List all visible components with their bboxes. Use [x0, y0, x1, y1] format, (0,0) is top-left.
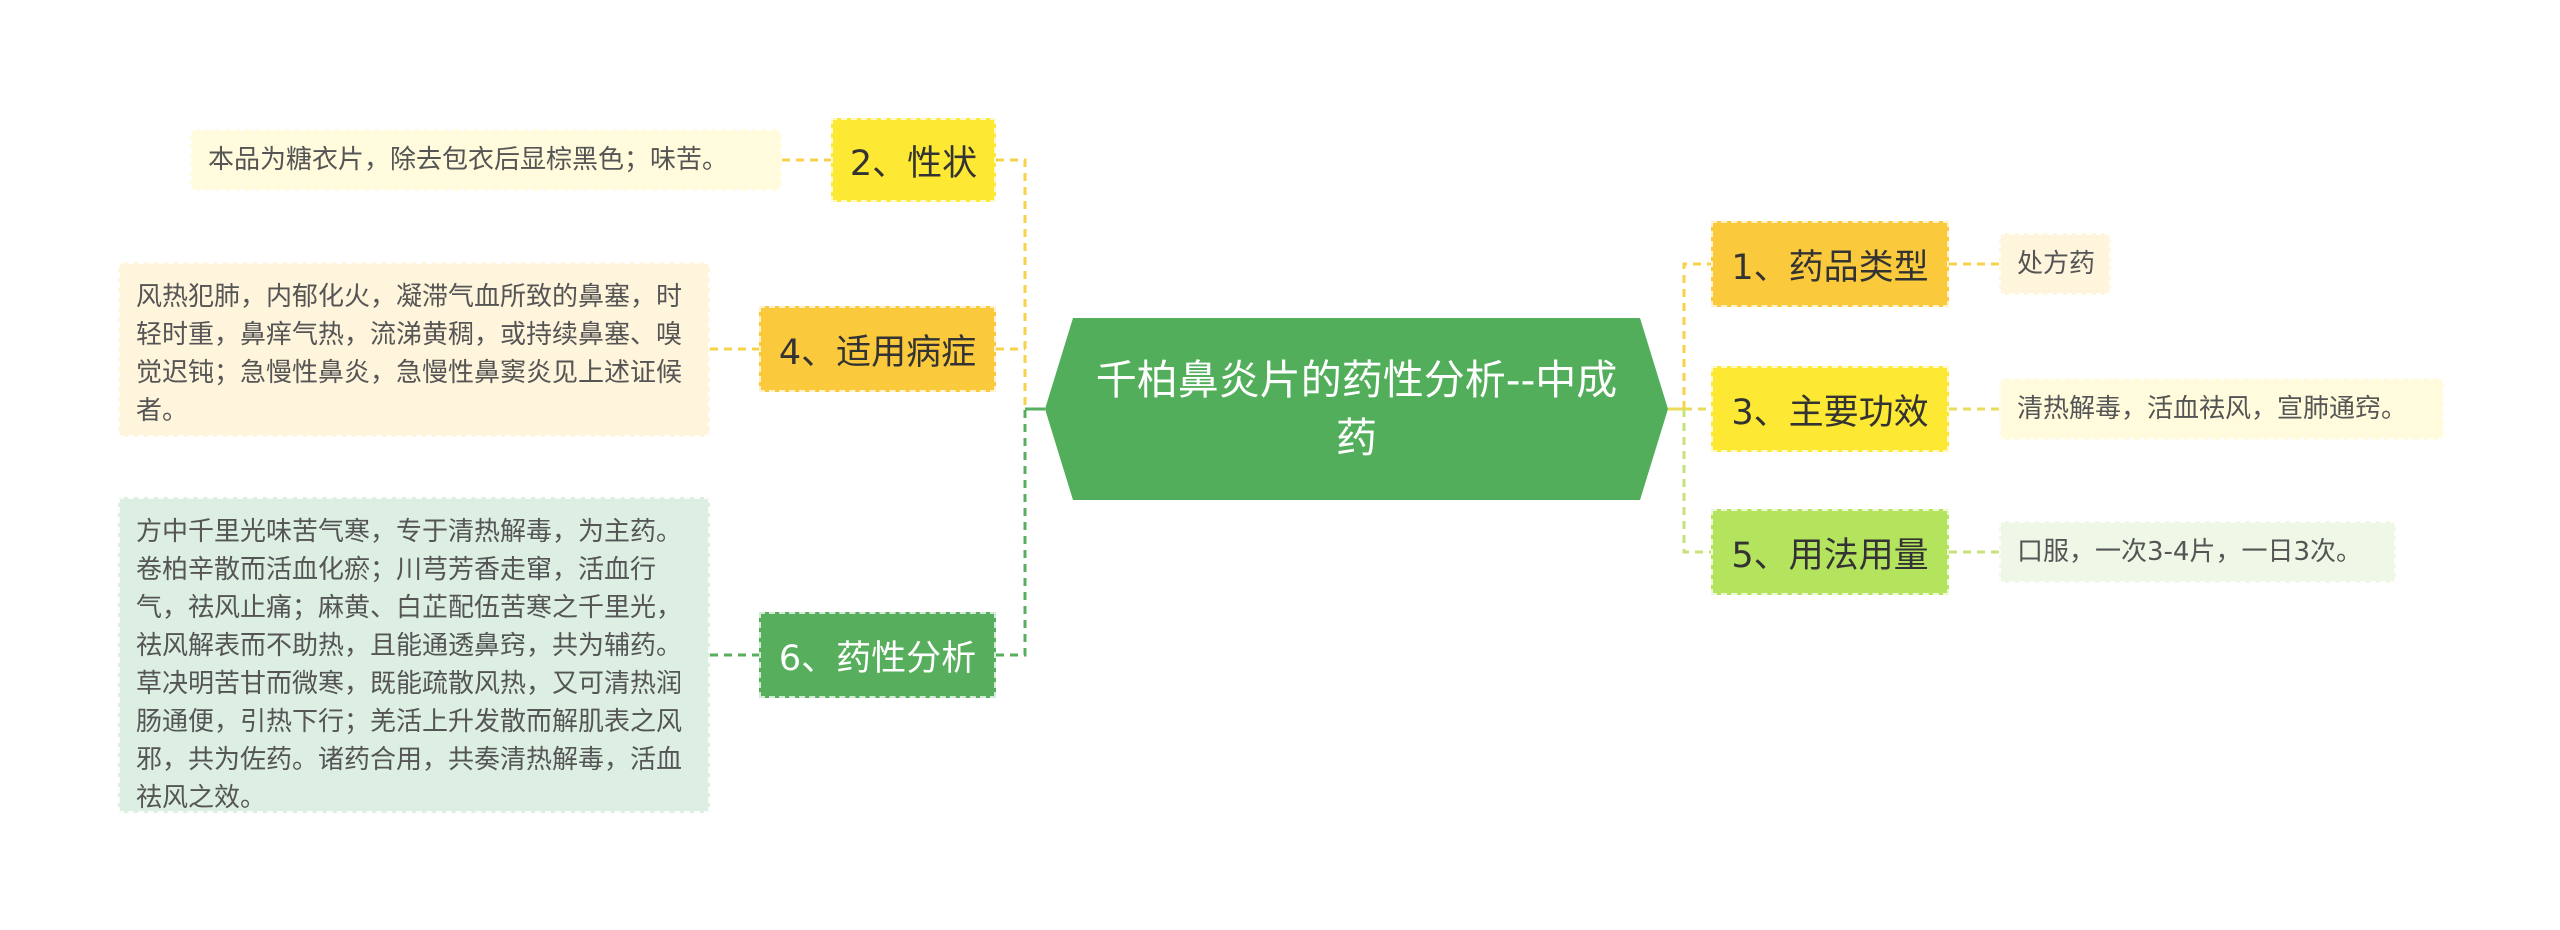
- branch-dosage[interactable]: 5、用法用量: [1711, 509, 1949, 595]
- central-topic-shape: [1045, 318, 1668, 500]
- branch-indications-label: 4、适用病症: [778, 332, 977, 373]
- branch-drug-type[interactable]: 1、药品类型: [1711, 221, 1949, 307]
- branch-properties[interactable]: 2、性状: [831, 118, 996, 202]
- branch-dosage-label: 5、用法用量: [1731, 535, 1929, 576]
- leaf-drug-type-text: 处方药: [2017, 249, 2096, 279]
- connector-b6: [996, 409, 1027, 657]
- leaf-main-effects[interactable]: 清热解毒，活血祛风，宣肺通窍。: [1999, 378, 2444, 440]
- branch-analysis[interactable]: 6、药性分析: [759, 612, 996, 698]
- leaf-analysis-text: 方中千里光味苦气寒，专于清热解毒，为主药。卷柏辛散而活血化瘀；川芎芳香走窜，活血…: [136, 517, 683, 813]
- leaf-drug-type[interactable]: 处方药: [1999, 233, 2111, 295]
- central-topic-title: 千柏鼻炎片的药性分析--中成药: [1095, 356, 1618, 462]
- connector-b2: [996, 158, 1027, 409]
- branch-indications[interactable]: 4、适用病症: [759, 306, 996, 392]
- branch-properties-label: 2、性状: [849, 143, 978, 184]
- leaf-properties-text: 本品为糖衣片，除去包衣后显棕黑色；味苦。: [208, 145, 729, 175]
- central-topic[interactable]: 千柏鼻炎片的药性分析--中成药: [1045, 318, 1668, 500]
- branch-analysis-label: 6、药性分析: [778, 638, 977, 679]
- leaf-main-effects-text: 清热解毒，活血祛风，宣肺通窍。: [2017, 394, 2408, 424]
- leaf-indications[interactable]: 风热犯肺，内郁化火，凝滞气血所致的鼻塞，时轻时重，鼻痒气热，流涕黄稠，或持续鼻塞…: [118, 262, 710, 437]
- branch-main-effects-label: 3、主要功效: [1731, 392, 1929, 433]
- leaf-dosage-text: 口服，一次3-4片，一日3次。: [2017, 537, 2363, 567]
- leaf-analysis[interactable]: 方中千里光味苦气寒，专于清热解毒，为主药。卷柏辛散而活血化瘀；川芎芳香走窜，活血…: [118, 497, 710, 813]
- leaf-indications-text: 风热犯肺，内郁化火，凝滞气血所致的鼻塞，时轻时重，鼻痒气热，流涕黄稠，或持续鼻塞…: [136, 282, 683, 426]
- branch-main-effects[interactable]: 3、主要功效: [1711, 366, 1949, 452]
- connector-b5: [1682, 409, 1711, 554]
- leaf-dosage[interactable]: 口服，一次3-4片，一日3次。: [1999, 521, 2396, 583]
- leaf-properties[interactable]: 本品为糖衣片，除去包衣后显棕黑色；味苦。: [190, 129, 782, 191]
- branch-drug-type-label: 1、药品类型: [1731, 247, 1929, 288]
- connector-b1: [1682, 262, 1711, 409]
